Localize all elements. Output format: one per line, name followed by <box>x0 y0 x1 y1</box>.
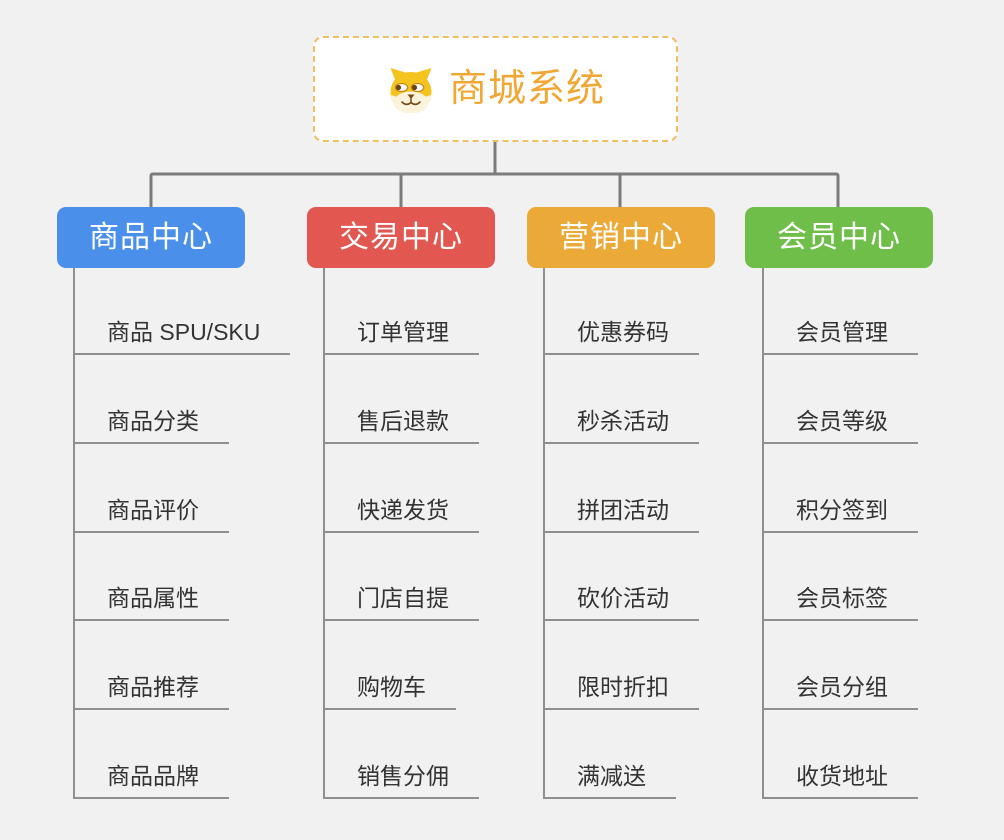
branch-node-members[interactable]: 会员中心 <box>745 207 933 268</box>
subtopic-item[interactable]: 销售分佣 <box>323 764 479 799</box>
subtopic-item[interactable]: 会员管理 <box>762 321 918 355</box>
subtopic-item[interactable]: 会员标签 <box>762 587 918 622</box>
subtopic-item[interactable]: 会员等级 <box>762 409 918 444</box>
root-node[interactable]: 商城系统 <box>313 36 678 142</box>
subtopic-item[interactable]: 商品 SPU/SKU <box>73 321 291 355</box>
subtopic-item[interactable]: 拼团活动 <box>543 498 699 533</box>
subtopic-item[interactable]: 商品品牌 <box>73 764 229 799</box>
subtopic-item[interactable]: 商品属性 <box>73 587 229 622</box>
subtopic-item[interactable]: 商品推荐 <box>73 676 229 711</box>
subtopic-item[interactable]: 快递发货 <box>323 498 479 533</box>
branch-label: 会员中心 <box>777 220 901 254</box>
subtopic-item[interactable]: 商品评价 <box>73 498 229 533</box>
subtopic-column-products: 商品 SPU/SKU 商品分类 商品评价 商品属性 商品推荐 商品品牌 <box>73 268 291 799</box>
subtopic-item[interactable]: 积分签到 <box>762 498 918 533</box>
branch-node-products[interactable]: 商品中心 <box>57 207 245 268</box>
branch-label: 交易中心 <box>339 220 463 254</box>
subtopic-item[interactable]: 收货地址 <box>762 764 918 799</box>
subtopic-item[interactable]: 满减送 <box>543 764 676 799</box>
column-spine <box>73 268 75 799</box>
subtopic-item[interactable]: 购物车 <box>323 676 456 711</box>
subtopic-column-marketing: 优惠券码 秒杀活动 拼团活动 砍价活动 限时折扣 满减送 <box>543 268 699 799</box>
branch-label: 营销中心 <box>559 220 683 254</box>
subtopic-item[interactable]: 秒杀活动 <box>543 409 699 444</box>
subtopic-column-trade: 订单管理 售后退款 快递发货 门店自提 购物车 销售分佣 <box>323 268 479 799</box>
dog-face-icon <box>390 68 432 113</box>
branch-label: 商品中心 <box>89 220 213 254</box>
branch-rail-line <box>149 172 840 207</box>
branch-node-marketing[interactable]: 营销中心 <box>527 207 715 268</box>
subtopic-item[interactable]: 限时折扣 <box>543 676 699 711</box>
branch-node-trade[interactable]: 交易中心 <box>307 207 495 268</box>
column-spine <box>543 268 545 799</box>
subtopic-item[interactable]: 门店自提 <box>323 587 479 622</box>
subtopic-column-members: 会员管理 会员等级 积分签到 会员标签 会员分组 收货地址 <box>762 268 918 799</box>
subtopic-item[interactable]: 订单管理 <box>323 321 479 355</box>
column-spine <box>762 268 764 799</box>
root-title: 商城系统 <box>448 68 605 110</box>
subtopic-item[interactable]: 商品分类 <box>73 409 229 444</box>
column-spine <box>323 268 325 799</box>
subtopic-item[interactable]: 售后退款 <box>323 409 479 444</box>
connector-group <box>149 142 840 207</box>
subtopic-item[interactable]: 会员分组 <box>762 676 918 711</box>
subtopic-item[interactable]: 砍价活动 <box>543 587 699 622</box>
subtopic-item[interactable]: 优惠券码 <box>543 321 699 355</box>
